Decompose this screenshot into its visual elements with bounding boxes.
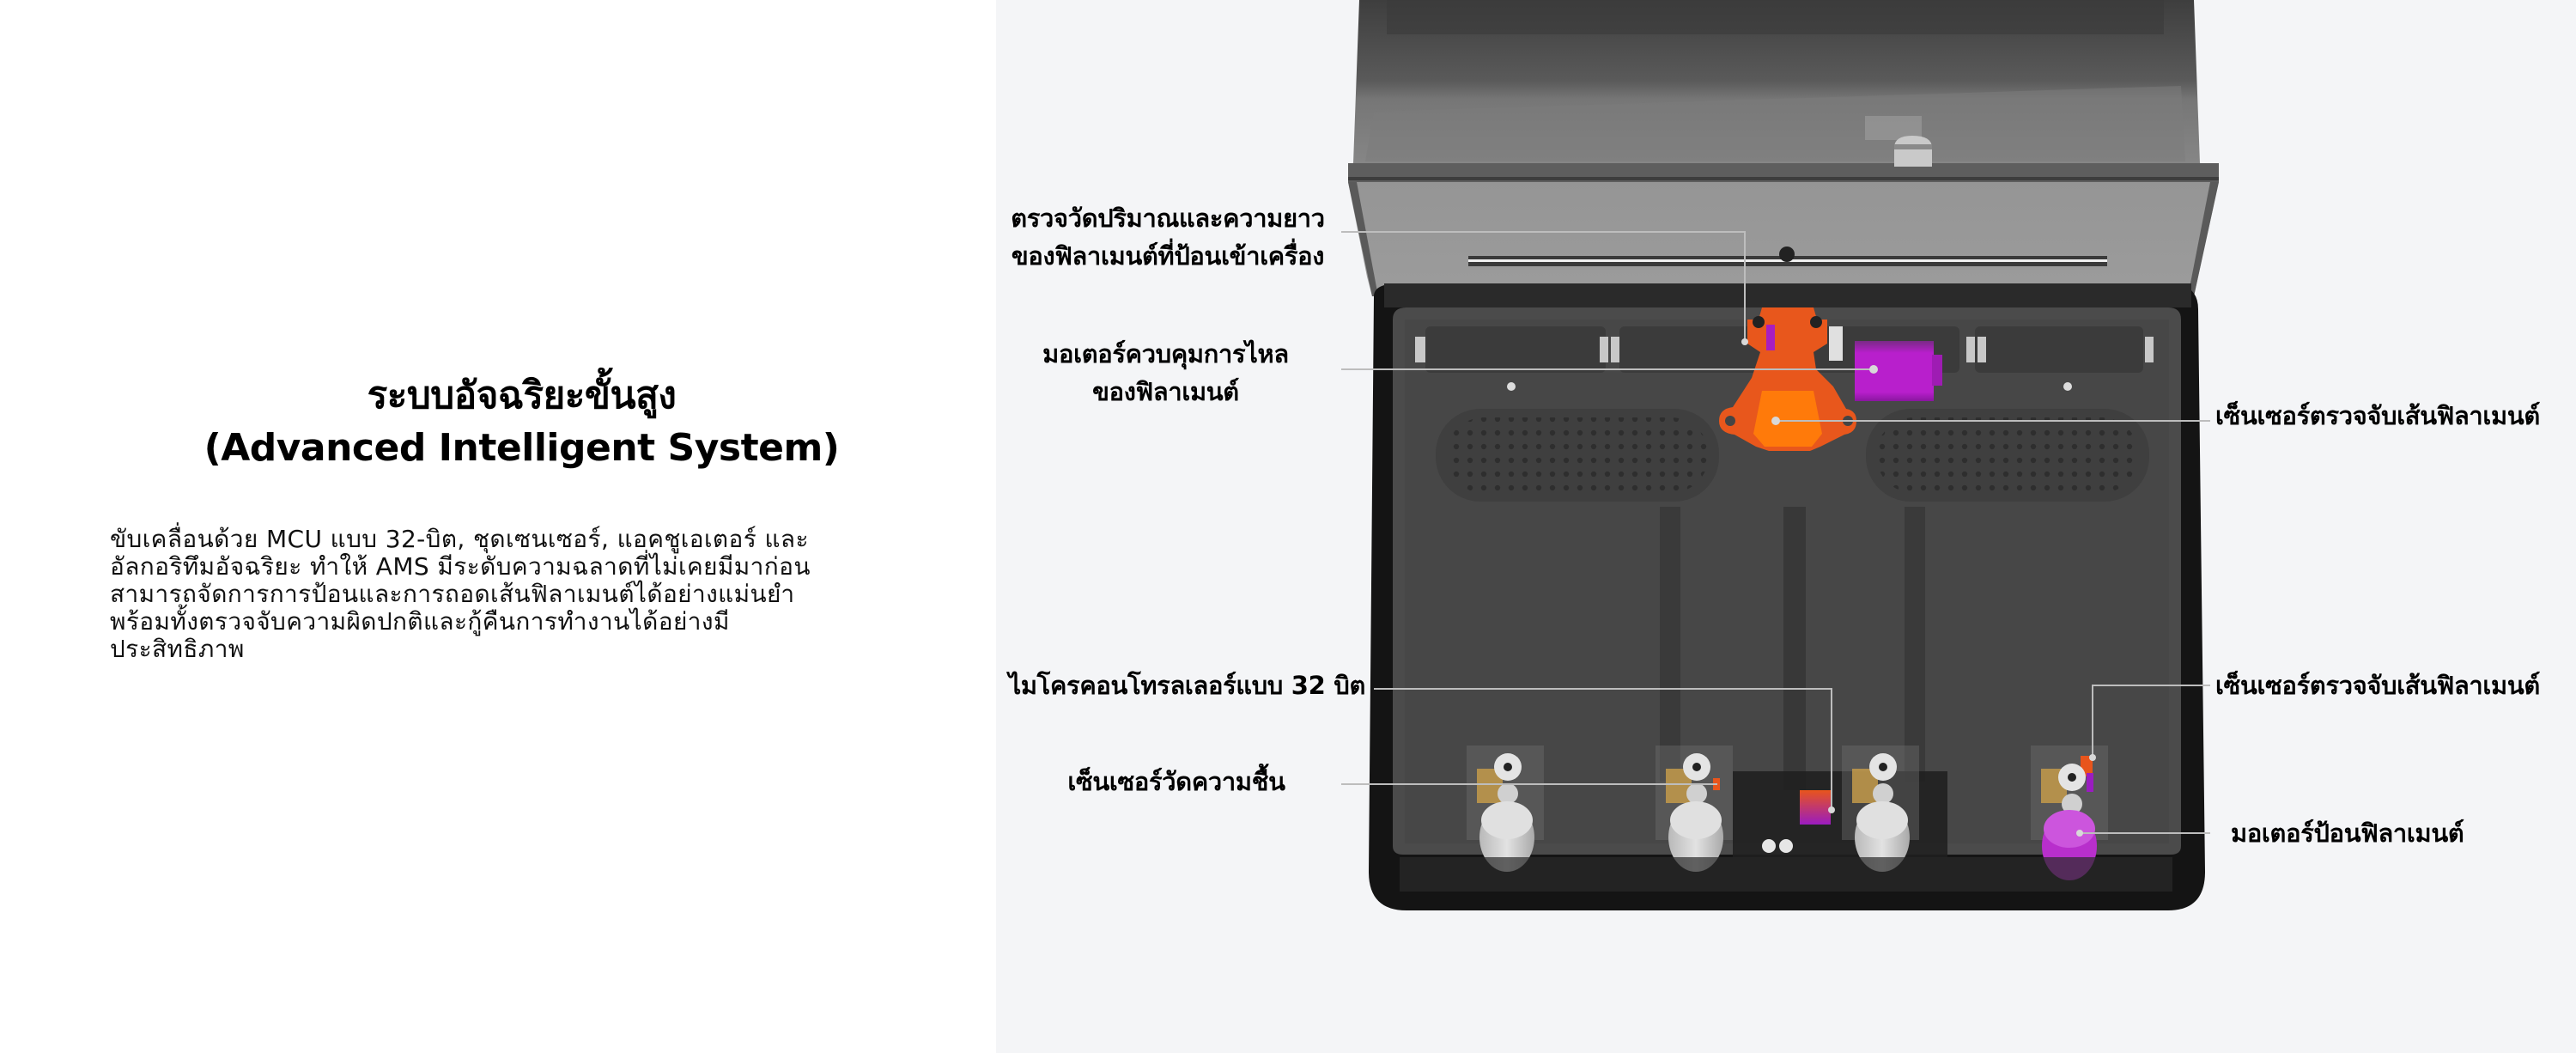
ams-device-illustration bbox=[1341, 0, 2219, 910]
lid-handle-knob bbox=[1894, 136, 1932, 167]
label-flow-motor-line2: ของฟิลาเมนต์ bbox=[1092, 377, 1239, 406]
label-flow-motor-line1: มอเตอร์ควบคุมการไหล bbox=[1042, 339, 1289, 368]
label-flow-motor: มอเตอร์ควบคุมการไหล ของฟิลาเมนต์ bbox=[996, 335, 1335, 411]
description-line: ขับเคลื่อนด้วย MCU แบบ 32-บิต, ชุดเซนเซอ… bbox=[110, 525, 809, 553]
callout-lines bbox=[1341, 231, 2210, 834]
label-filament-sensor-bottom: เซ็นเซอร์ตรวจจับเส้นฟิลาเมนต์ bbox=[2215, 671, 2540, 700]
label-mcu: ไมโครคอนโทรลเลอร์แบบ 32 บิต bbox=[1008, 671, 1366, 700]
description-line: อัลกอริทึมอัจฉริยะ ทำให้ AMS มีระดับความ… bbox=[110, 552, 811, 581]
feature-text-panel: ระบบอัจฉริยะขั้นสูง (Advanced Intelligen… bbox=[0, 0, 996, 1053]
label-filament-sensor-top: เซ็นเซอร์ตรวจจับเส้นฟิลาเมนต์ bbox=[2215, 401, 2540, 430]
label-feed-motor: มอเตอร์ป้อนฟิลาเมนต์ bbox=[2231, 819, 2464, 848]
label-odometry-line1: ตรวจวัดปริมาณและความยาว bbox=[1011, 204, 1325, 233]
description-line: ประสิทธิภาพ bbox=[110, 635, 245, 663]
label-odometry-line2: ของฟิลาเมนต์ที่ป้อนเข้าเครื่อง bbox=[1011, 241, 1325, 271]
feature-title-english: (Advanced Intelligent System) bbox=[204, 426, 840, 470]
feature-description: ขับเคลื่อนด้วย MCU แบบ 32-บิต, ชุดเซนเซอ… bbox=[110, 526, 934, 663]
feature-title-thai: ระบบอัจฉริยะขั้นสูง bbox=[367, 374, 677, 417]
mcu-chip bbox=[1800, 790, 1831, 825]
description-line: พร้อมทั้งตรวจจับความผิดปกติและกู้คืนการท… bbox=[110, 607, 730, 636]
label-humidity-sensor: เซ็นเซอร์วัดความชื้น bbox=[1067, 767, 1285, 796]
flow-control-motor bbox=[1855, 341, 1934, 401]
odometer-sensor bbox=[1766, 325, 1775, 350]
label-odometry: ตรวจวัดปริมาณและความยาว ของฟิลาเมนต์ที่ป… bbox=[996, 199, 1340, 275]
filament-hub-orange bbox=[1719, 307, 1856, 451]
lid-lower bbox=[1348, 182, 2219, 296]
description-line: สามารถจัดการการป้อนและการถอดเส้นฟิลาเมนต… bbox=[110, 580, 795, 608]
feeder-units bbox=[1467, 746, 2108, 880]
device-diagram-panel: ตรวจวัดปริมาณและความยาว ของฟิลาเมนต์ที่ป… bbox=[996, 0, 2576, 1053]
